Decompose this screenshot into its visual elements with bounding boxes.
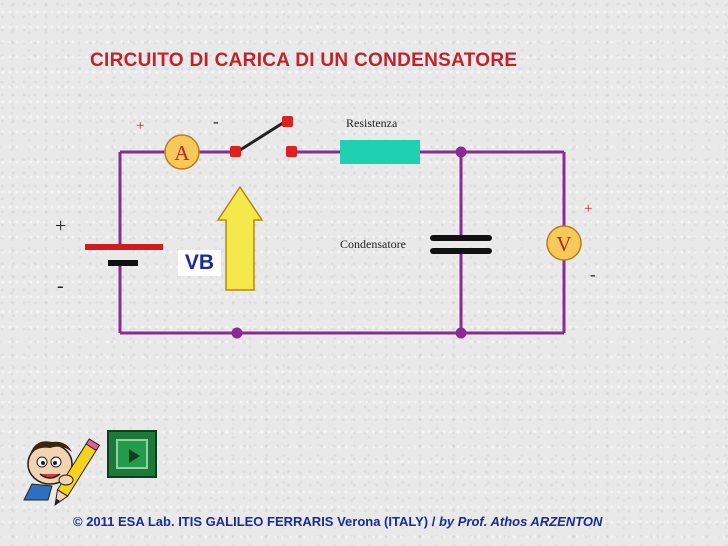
footer-text: © 2011 ESA Lab. ITIS GALILEO FERRARIS Ve…: [73, 514, 439, 529]
play-button-inner: [116, 439, 148, 469]
switch-contact-fixed: [286, 146, 297, 157]
resistor: [340, 140, 420, 164]
battery-minus-sign: -: [57, 275, 64, 297]
play-icon: [129, 449, 140, 463]
capacitor-plate-bottom: [430, 248, 492, 254]
switch-lever: [236, 119, 287, 154]
node-top: [455, 146, 467, 158]
voltmeter-label: V: [556, 232, 571, 256]
pencil-mascot-icon: [23, 438, 101, 506]
page-title: CIRCUITO DI CARICA DI UN CONDENSATORE: [90, 50, 518, 71]
capacitor-label: Condensatore: [340, 237, 406, 251]
ammeter-plus-sign: +: [136, 118, 144, 134]
voltmeter: [546, 225, 582, 261]
vb-label: VB: [178, 250, 221, 276]
footer-author: by Prof. Athos ARZENTON: [438, 514, 603, 529]
ammeter: [164, 134, 200, 170]
battery-plus-sign: +: [55, 215, 66, 237]
ammeter-label: A: [174, 141, 190, 165]
node-bottom-right: [455, 327, 467, 339]
voltmeter-minus-sign: -: [590, 265, 596, 284]
ammeter-minus-sign: -: [213, 112, 219, 131]
switch-contact-open: [282, 116, 293, 127]
battery-positive-plate: [85, 244, 163, 250]
switch-contact-pivot: [230, 146, 241, 157]
capacitor-plate-top: [430, 235, 492, 241]
arrow-up-icon: [216, 185, 264, 291]
play-button[interactable]: [107, 430, 157, 478]
battery-negative-plate: [108, 260, 138, 266]
resistor-label: Resistenza: [346, 116, 398, 130]
voltmeter-plus-sign: +: [584, 201, 592, 217]
footer-copyright: © 2011 ESA Lab. ITIS GALILEO FERRARIS Ve…: [73, 514, 602, 529]
node-bottom-left: [231, 327, 243, 339]
